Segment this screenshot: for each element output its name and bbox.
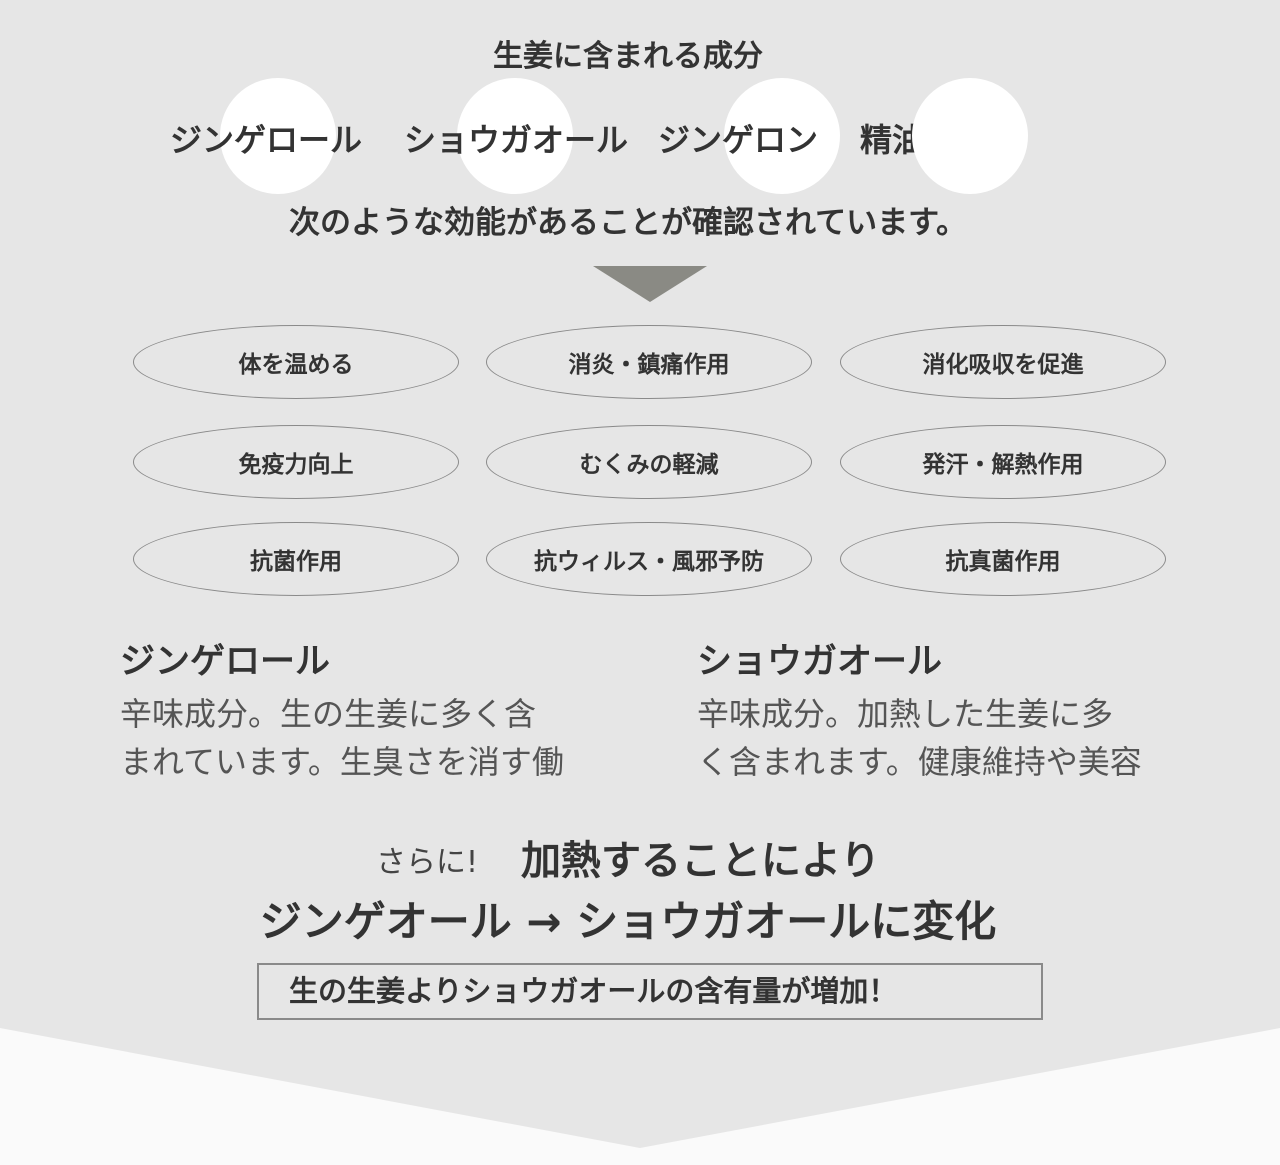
effect-pill: 抗菌作用 (133, 522, 459, 596)
circle-decoration (724, 78, 840, 194)
shogaol-description-line: く含まれます。健康維持や美容 (697, 743, 1142, 781)
effect-pill: むくみの軽減 (486, 425, 812, 499)
effect-pill: 体を温める (133, 325, 459, 399)
heating-prefix: さらに! (376, 845, 479, 880)
circle-decoration (912, 78, 1028, 194)
circle-decoration (457, 78, 573, 194)
effect-pill: 免疫力向上 (133, 425, 459, 499)
gingerol-description-line: 辛味成分。生の生姜に多く含 (120, 695, 537, 733)
effect-pill: 抗ウィルス・風邪予防 (486, 522, 812, 596)
arrow-down-icon (593, 266, 707, 302)
effect-pill: 抗真菌作用 (840, 522, 1166, 596)
conversion-statement: ジンゲオール → ショウガオールに変化 (259, 897, 997, 946)
heating-headline: 加熱することにより (521, 838, 881, 884)
circle-decoration (220, 78, 336, 194)
effect-pill: 消化吸収を促進 (840, 325, 1166, 399)
shogaol-title: ショウガオール (697, 642, 943, 682)
component-shogaol: ショウガオール (404, 121, 629, 159)
shogaol-description-line: 辛味成分。加熱した生姜に多 (697, 695, 1114, 733)
gingerol-title: ジンゲロール (120, 642, 331, 682)
gingerol-description-line: まれています。生臭さを消す働 (120, 743, 564, 781)
shogaol-increase-note: 生の生姜よりショウガオールの含有量が増加！ (257, 963, 1043, 1020)
effect-pill: 発汗・解熱作用 (840, 425, 1166, 499)
component-gingerol: ジンゲロール (170, 121, 363, 159)
effect-pill: 消炎・鎮痛作用 (486, 325, 812, 399)
component-zingerone: ジンゲロン (658, 121, 819, 159)
section-title: 生姜に含まれる成分 (493, 39, 763, 74)
effects-intro: 次のような効能があることが確認されています。 (289, 205, 967, 241)
